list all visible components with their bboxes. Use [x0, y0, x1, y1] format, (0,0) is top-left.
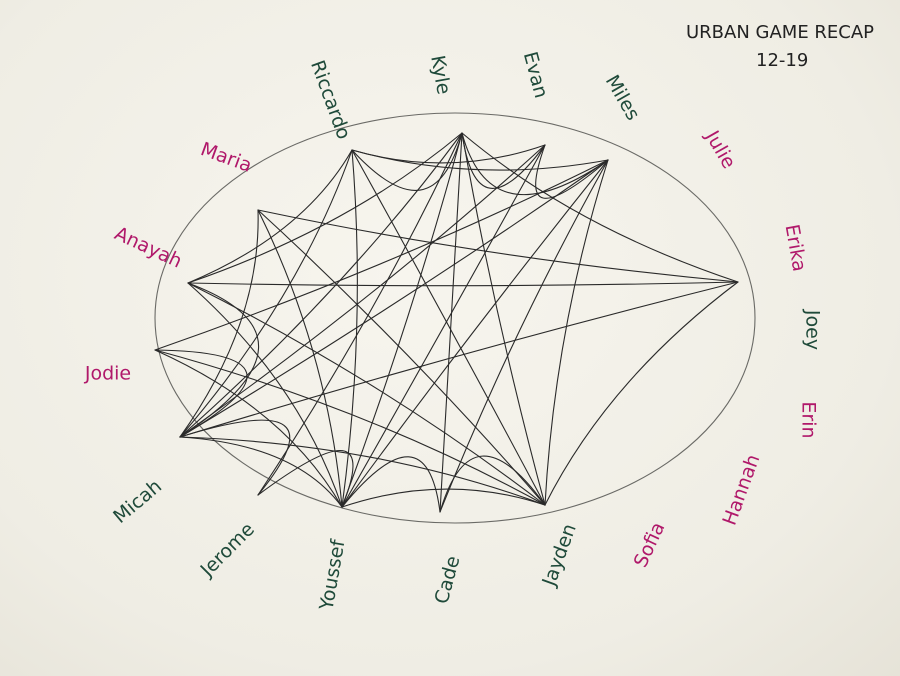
connection-line [351, 132, 463, 191]
connection-line [257, 209, 546, 506]
connection-line [187, 132, 463, 284]
connection-line [179, 132, 463, 438]
connection-line [351, 149, 546, 506]
player-label-erin: Erin [798, 401, 820, 438]
connection-line [179, 159, 609, 438]
connection-line [535, 144, 609, 199]
player-label-jayden: Jayden [538, 521, 581, 590]
connection-line [544, 159, 609, 506]
connection-line [341, 488, 546, 508]
player-label-micah: Micah [109, 475, 166, 528]
connection-line [179, 149, 353, 438]
player-label-joey: Joey [802, 309, 824, 350]
player-label-evan: Evan [519, 49, 552, 100]
circle-boundary [154, 112, 756, 524]
player-label-miles: Miles [601, 71, 644, 124]
player-label-erika: Erika [781, 223, 811, 274]
player-label-hannah: Hannah [719, 451, 765, 528]
player-label-sofia: Sofia [630, 519, 670, 571]
connection-line [341, 456, 441, 513]
connection-line [179, 281, 739, 438]
connection-line [341, 144, 546, 508]
connection-line [544, 281, 739, 506]
connection-lines [154, 132, 739, 513]
player-label-riccardo: Riccardo [306, 57, 355, 142]
page-title: URBAN GAME RECAP [686, 22, 874, 43]
page-date: 12-19 [756, 50, 808, 71]
connection-line [257, 449, 354, 508]
connection-line [154, 349, 248, 438]
player-label-jerome: Jerome [196, 518, 259, 581]
connection-line [179, 282, 260, 438]
player-label-kyle: Kyle [426, 54, 454, 97]
connection-line [461, 132, 609, 196]
connection-line [461, 132, 546, 506]
player-labels: Riccardo Kyle Evan MilesJulieErikaJoeyErinH… [84, 49, 824, 612]
connection-line [179, 436, 546, 506]
connection-line [461, 132, 546, 189]
connection-line [179, 209, 259, 438]
connection-line [257, 132, 463, 496]
connection-line [187, 149, 353, 284]
player-label-julie: Julie [700, 126, 740, 172]
connection-line [461, 132, 739, 283]
connection-line [439, 132, 463, 513]
connection-line [154, 349, 343, 508]
player-label-anayah: Anayah [111, 222, 185, 272]
connection-line [257, 209, 343, 508]
connection-line [341, 132, 463, 508]
connection-line [154, 349, 546, 506]
connection-line [341, 159, 609, 508]
connection-line [187, 282, 343, 508]
connection-line [187, 281, 739, 287]
connection-line [439, 159, 609, 513]
connection-line [179, 436, 343, 508]
player-label-maria: Maria [198, 138, 255, 177]
connection-line [439, 455, 546, 513]
player-label-youssef: Youssef [315, 537, 349, 613]
connection-line [187, 282, 546, 506]
connection-line [154, 159, 609, 351]
connection-line [179, 419, 291, 496]
player-label-cade: Cade [431, 554, 465, 607]
player-label-jodie: Jodie [84, 363, 131, 385]
connection-line [257, 209, 739, 283]
